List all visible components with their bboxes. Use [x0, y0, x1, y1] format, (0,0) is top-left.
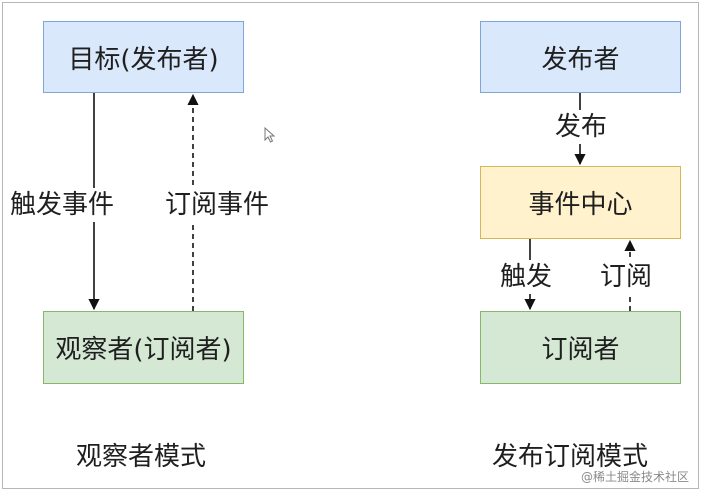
subscribe-label: 订阅: [600, 260, 653, 294]
watermark-text: @稀土掘金技术社区: [580, 470, 689, 484]
subscriber-label: 订阅者: [541, 335, 620, 365]
trigger-event-label: 触发事件: [10, 188, 115, 222]
event-center-box: 事件中心: [480, 166, 681, 239]
publisher-label: 发布者: [541, 44, 620, 75]
publish-label: 发布: [555, 110, 608, 144]
subscriber-box: 订阅者: [480, 311, 681, 384]
target-publisher-box: 目标(发布者): [43, 21, 244, 93]
trigger-label: 触发: [500, 260, 553, 294]
target-publisher-label: 目标(发布者): [68, 44, 219, 75]
mouse-cursor-icon: [264, 127, 276, 143]
observer-subscriber-box: 观察者(订阅者): [43, 311, 244, 384]
publisher-box: 发布者: [480, 21, 681, 93]
subscribe-event-label: 订阅事件: [165, 188, 270, 222]
event-center-label: 事件中心: [528, 190, 633, 220]
observer-subscriber-label: 观察者(订阅者): [55, 335, 232, 365]
pubsub-pattern-caption: 发布订阅模式: [492, 442, 649, 472]
observer-pattern-caption: 观察者模式: [76, 442, 207, 472]
